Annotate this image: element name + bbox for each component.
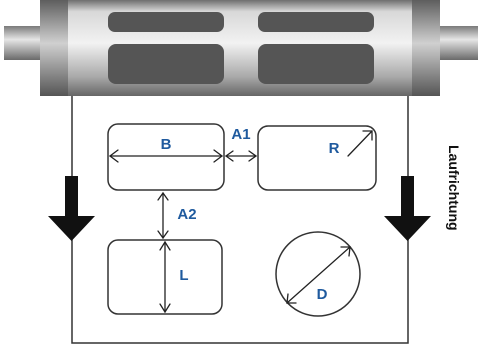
- right-roller-cap: [410, 0, 440, 96]
- roller-label-bottom-left: [108, 44, 224, 84]
- label-radius-shape: [257, 125, 377, 191]
- width-dimension-arrow: [108, 149, 224, 163]
- length-label: L: [179, 267, 188, 284]
- label-width-shape: [107, 123, 225, 191]
- roller-label-top-left: [108, 12, 224, 32]
- radius-label: R: [329, 140, 340, 157]
- left-roller-cap: [40, 0, 70, 96]
- diameter-dimension-arrow: [286, 246, 351, 304]
- length-dimension-arrow: [159, 240, 171, 314]
- radius-dimension-arrow: [347, 130, 373, 157]
- vertical-gap-dimension-arrow: [157, 191, 169, 240]
- roller-label-top-right: [258, 12, 374, 32]
- left-axle: [4, 26, 46, 60]
- label-diameter-circle: [275, 231, 361, 317]
- right-axle: [438, 26, 478, 60]
- width-label: B: [161, 136, 172, 153]
- arrow-down-right-icon: [384, 176, 431, 241]
- vertical-gap-label: A2: [177, 206, 196, 223]
- roller-label-bottom-right: [258, 44, 374, 84]
- arrow-down-left-icon: [48, 176, 95, 241]
- horizontal-gap-dimension-arrow: [224, 150, 258, 162]
- horizontal-gap-label: A1: [231, 126, 250, 143]
- direction-label: Laufrichtung: [446, 145, 462, 231]
- roller-icon: [4, 0, 478, 96]
- diameter-label: D: [317, 286, 328, 303]
